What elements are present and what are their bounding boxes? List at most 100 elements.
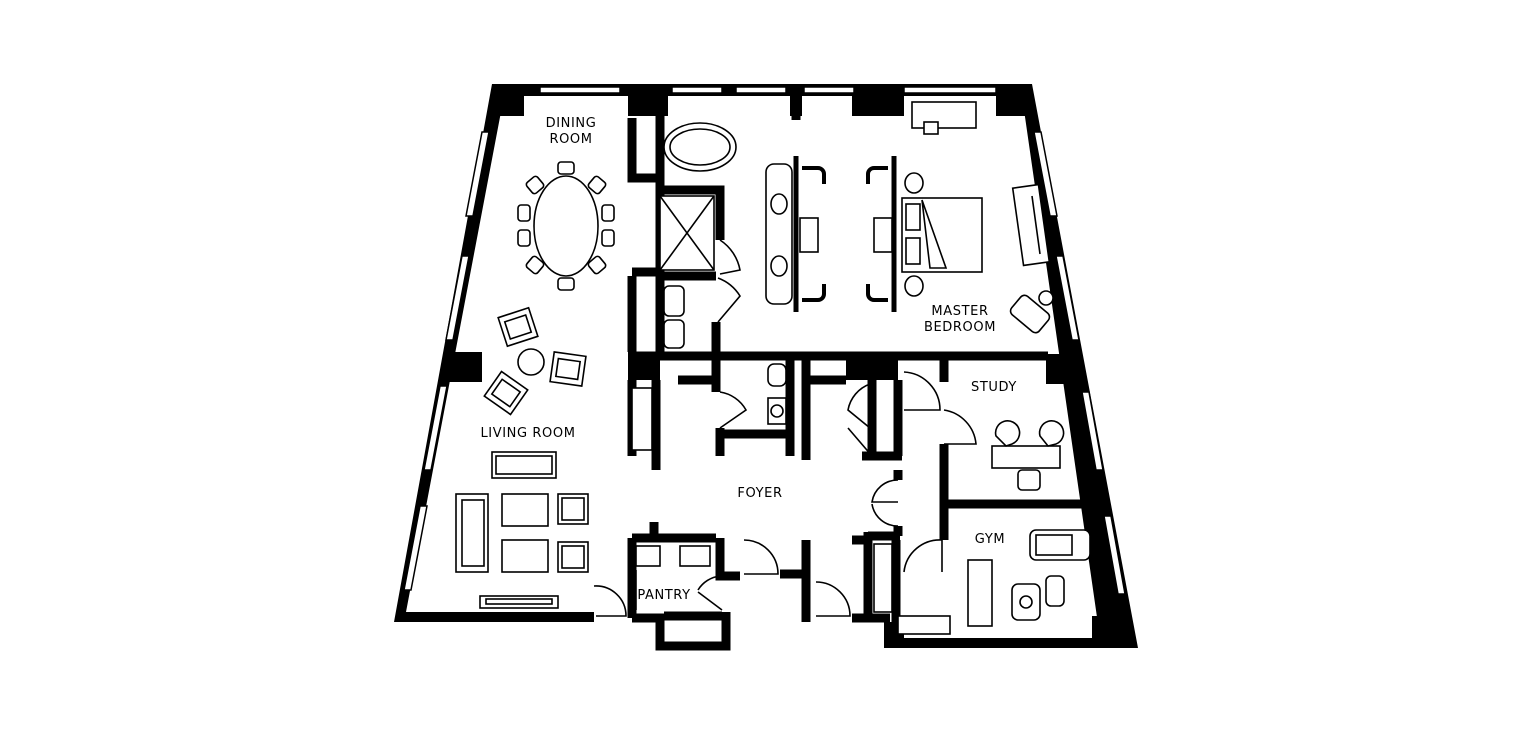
master-bed	[866, 156, 983, 312]
door-swing	[697, 591, 723, 611]
window	[403, 505, 428, 591]
column	[1046, 354, 1082, 384]
window	[445, 255, 470, 341]
window	[1055, 255, 1080, 341]
wall	[715, 538, 740, 581]
pillow	[905, 203, 921, 231]
nightstand-lamp	[904, 172, 924, 194]
window	[423, 385, 448, 471]
outer-walls	[394, 84, 1138, 648]
elliptical	[1045, 575, 1065, 607]
tv-cabinet	[873, 217, 893, 253]
window	[1103, 515, 1126, 595]
door-swing	[717, 277, 741, 323]
bike-wheel	[1019, 595, 1033, 609]
door-swing	[719, 239, 741, 275]
partition-end	[866, 166, 888, 184]
chair	[601, 204, 615, 222]
window	[1033, 131, 1058, 217]
armchair-seat	[554, 357, 582, 381]
armchair-seat	[561, 497, 585, 521]
armchair	[497, 306, 539, 348]
door-swing	[903, 371, 941, 411]
master-bath	[631, 122, 787, 451]
chair	[525, 255, 545, 275]
pantry-sink	[635, 545, 661, 567]
label-pantry: PANTRY	[637, 588, 690, 603]
sink-basin	[770, 404, 784, 418]
ottoman	[501, 493, 549, 527]
toilet	[663, 285, 685, 317]
treadmill-belt	[1035, 534, 1073, 556]
label-dining-line1: DINING	[546, 116, 597, 131]
bathtub	[663, 122, 737, 172]
ottoman	[501, 539, 549, 573]
desk	[911, 101, 977, 129]
pantry-counter	[679, 545, 711, 567]
column	[846, 352, 898, 380]
partition-end	[802, 284, 826, 302]
column	[446, 352, 482, 382]
label-gym: GYM	[975, 532, 1005, 547]
gym-bench	[897, 615, 951, 635]
side-table	[517, 348, 545, 376]
chair	[517, 204, 531, 222]
column	[1092, 616, 1128, 640]
study-chair	[1038, 420, 1065, 447]
study-furniture	[991, 420, 1065, 491]
window	[903, 86, 997, 94]
column	[996, 94, 1026, 116]
side-table	[1038, 290, 1054, 306]
door-swing	[903, 539, 943, 573]
nightstand-lamp	[904, 275, 924, 297]
gym-shelf	[873, 543, 893, 613]
pantry-fixtures	[635, 545, 711, 610]
stationary-bike	[1011, 583, 1041, 621]
door-swing	[943, 409, 977, 445]
sofa-seat	[461, 499, 485, 567]
window	[735, 86, 787, 94]
label-study: STUDY	[971, 380, 1017, 395]
tv-cabinet	[799, 217, 819, 253]
column	[498, 94, 524, 116]
wall	[632, 612, 731, 651]
label-master-line1: MASTER	[931, 304, 988, 319]
pillow	[905, 237, 921, 265]
treadmill	[1029, 529, 1091, 561]
door-swing	[847, 383, 871, 429]
dining-set	[517, 161, 615, 291]
dresser	[1011, 183, 1051, 267]
sink	[767, 397, 787, 425]
armchair	[549, 351, 587, 387]
living-set	[455, 451, 589, 609]
chair	[557, 161, 575, 175]
armchair	[483, 370, 529, 416]
wall	[660, 185, 725, 240]
column	[628, 94, 668, 116]
window	[671, 86, 723, 94]
armchair	[557, 541, 589, 573]
door-swing	[719, 391, 748, 429]
chair	[601, 229, 615, 247]
window	[539, 86, 621, 94]
doors	[593, 239, 977, 617]
armchair	[557, 493, 589, 525]
desk-chair	[923, 121, 939, 135]
closet-shelf	[631, 387, 653, 451]
label-foyer: FOYER	[737, 486, 782, 501]
dining-table	[533, 175, 599, 277]
lounge-chair	[1009, 294, 1051, 334]
room-labels: DINING ROOM LIVING ROOM MASTER BEDROOM S…	[480, 116, 1017, 603]
desk-chair	[1017, 469, 1041, 491]
lounge-set	[483, 306, 587, 416]
door-swing	[871, 503, 899, 527]
armchair-seat	[561, 545, 585, 569]
chair	[587, 175, 607, 195]
gym-equipment	[873, 529, 1091, 635]
column	[628, 352, 660, 380]
partition-end	[866, 284, 888, 302]
window	[465, 131, 490, 217]
chair	[517, 229, 531, 247]
chair	[587, 255, 607, 275]
